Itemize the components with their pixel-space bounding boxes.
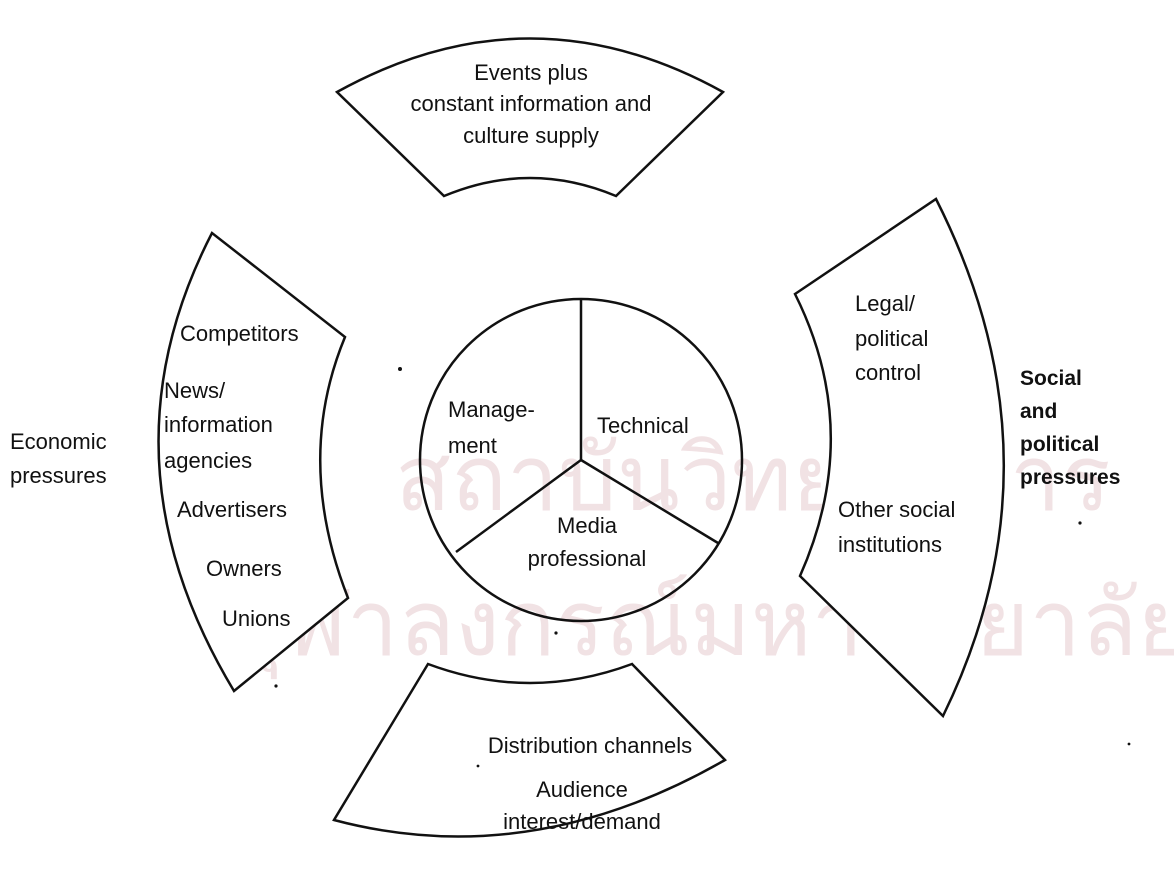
right-segment-item-institutions: institutions <box>838 532 942 557</box>
top-segment-shape <box>334 37 726 198</box>
top-segment: Events plus constant information and cul… <box>334 37 726 198</box>
sector-media-professional-line-2: professional <box>528 546 647 571</box>
left-segment-item-competitors: Competitors <box>180 321 299 346</box>
left-segment-item-owners: Owners <box>206 556 282 581</box>
left-segment-item-unions: Unions <box>222 606 290 631</box>
right-segment-item-other-social: Other social <box>838 497 955 522</box>
sector-management-line-1: Manage- <box>448 397 535 422</box>
scan-specks <box>274 367 1131 768</box>
bottom-segment-line-2: Audience <box>536 777 628 802</box>
sector-media-professional-line-1: Media <box>557 513 618 538</box>
right-segment-item-control: control <box>855 360 921 385</box>
left-segment-item-agencies: agencies <box>164 448 252 473</box>
divider-left <box>455 458 582 554</box>
left-segment-shape <box>157 231 350 693</box>
side-label-right-line-4: pressures <box>1020 466 1120 489</box>
top-segment-line-1: Events plus <box>474 60 588 85</box>
left-segment-item-news: News/ <box>164 378 226 403</box>
top-segment-line-2: constant information and <box>411 91 652 116</box>
side-label-left-line-1: Economic <box>10 429 107 454</box>
side-label-right-line-1: Social <box>1020 367 1082 390</box>
side-label-left: Economic pressures <box>10 429 107 488</box>
bottom-segment: Distribution channels Audience interest/… <box>332 662 728 838</box>
right-segment: Legal/ political control Other social in… <box>793 197 1005 719</box>
sector-management-line-2: ment <box>448 433 497 458</box>
side-label-right-line-3: political <box>1020 433 1099 456</box>
top-segment-line-3: culture supply <box>463 123 599 148</box>
left-segment-item-information: information <box>164 412 273 437</box>
left-segment: Competitors News/ information agencies A… <box>157 231 350 693</box>
sector-technical: Technical <box>597 413 689 438</box>
bottom-segment-line-1: Distribution channels <box>488 733 692 758</box>
right-segment-shape <box>793 197 1005 719</box>
side-label-right-line-2: and <box>1020 400 1057 423</box>
right-segment-item-legal: Legal/ <box>855 291 916 316</box>
divider-right <box>580 458 719 545</box>
watermark-line-2: จุฬาลงกรณ์มหาวิทยาลัย <box>230 570 1174 680</box>
side-label-left-line-2: pressures <box>10 463 107 488</box>
center-circle: Manage- ment Technical Media professiona… <box>418 297 744 623</box>
side-label-right: Social and political pressures <box>1020 367 1120 489</box>
bottom-segment-line-3: interest/demand <box>503 809 661 834</box>
left-segment-item-advertisers: Advertisers <box>177 497 287 522</box>
bottom-segment-shape <box>332 662 728 838</box>
right-segment-item-political: political <box>855 326 928 351</box>
watermark: สถาบันวิทยบริการ จุฬาลงกรณ์มหาวิทยาลัย <box>230 425 1174 680</box>
